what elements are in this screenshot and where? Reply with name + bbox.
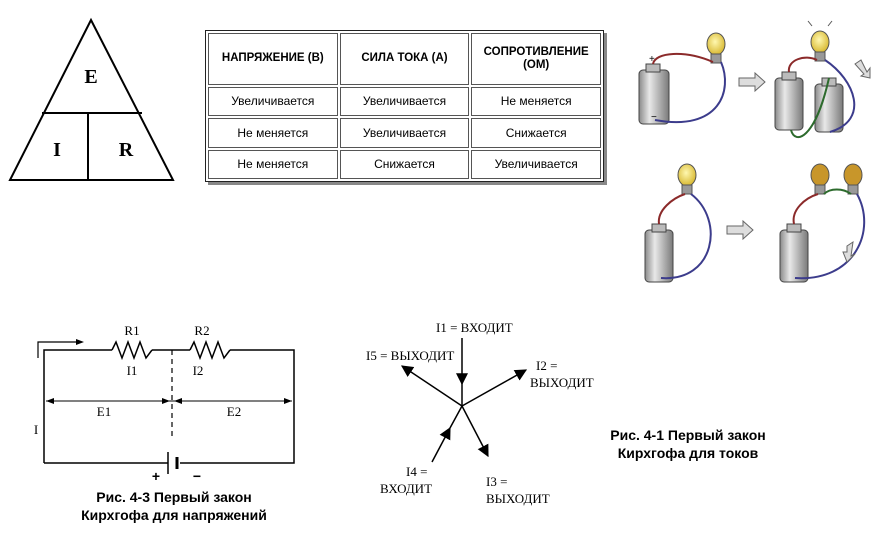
battery-bulb-illustration: + − (638, 20, 871, 283)
ohms-law-triangle: E I R (8, 17, 175, 181)
header-resistance: СОПРОТИВЛЕНИЕ (ОМ) (471, 33, 601, 85)
triangle-e: E (84, 66, 97, 88)
arrow-right-icon (726, 219, 754, 241)
i1-label: I1 (127, 363, 138, 378)
battery-minus-sign: − (651, 112, 657, 123)
i5-out-label: I5 = ВЫХОДИТ (366, 348, 454, 363)
header-voltage: НАПРЯЖЕНИЕ (В) (208, 33, 338, 85)
table-row: Не меняется Снижается Увеличивается (208, 149, 601, 179)
i3-dir-label: ВЫХОДИТ (486, 491, 550, 506)
i4-name-label: I4 = (406, 464, 427, 479)
i2-dir-label: ВЫХОДИТ (530, 375, 594, 390)
triangle-i: I (53, 139, 61, 161)
table-header-row: НАПРЯЖЕНИЕ (В) СИЛА ТОКА (А) СОПРОТИВЛЕН… (208, 33, 601, 85)
minus-terminal-label: − (193, 468, 201, 480)
i1-in-label: I1 = ВХОДИТ (436, 320, 513, 335)
kvl-caption-line1: Рис. 4-3 Первый закон (96, 489, 252, 505)
kvl-caption-line2: Кирхгофа для напряжений (81, 507, 267, 523)
table-cell: Увеличивается (208, 86, 338, 117)
table-cell: Увеличивается (339, 118, 470, 148)
table-cell: Снижается (471, 118, 601, 148)
arrow-down-left-icon (842, 240, 856, 263)
triangle-r: R (119, 139, 134, 161)
series-circuit-diagram: R1 R2 I1 I2 E1 E2 I + − (34, 323, 295, 480)
table-cell: Не меняется (208, 118, 338, 148)
i3-name-label: I3 = (486, 474, 507, 489)
table-cell: Не меняется (208, 149, 338, 179)
e2-label: E2 (227, 404, 241, 419)
kcl-caption-line1: Рис. 4-1 Первый закон (610, 427, 766, 443)
single-battery-bulb-scene: + − (638, 32, 726, 125)
i2-label: I2 (193, 363, 204, 378)
kcl-caption: Рис. 4-1 Первый закон Кирхгофа для токов (578, 426, 798, 462)
table-cell: Не меняется (471, 86, 601, 117)
ohms-law-table: НАПРЯЖЕНИЕ (В) СИЛА ТОКА (А) СОПРОТИВЛЕН… (205, 30, 604, 182)
i2-name-label: I2 = (536, 358, 557, 373)
table-row: Увеличивается Увеличивается Не меняется (208, 86, 601, 117)
two-bulb-battery-scene (779, 163, 866, 283)
table-row: Не меняется Увеличивается Снижается (208, 118, 601, 148)
arrow-down-right-icon (854, 59, 871, 79)
plus-terminal-label: + (152, 468, 160, 480)
current-junction-diagram: I1 = ВХОДИТ I5 = ВЫХОДИТ I2 = ВЫХОДИТ I4… (366, 320, 594, 506)
two-battery-bulb-scene (774, 20, 871, 139)
kcl-caption-line2: Кирхгофа для токов (617, 445, 759, 461)
battery-plus-sign: + (649, 54, 655, 65)
single-battery-bulb-scene-lower (644, 163, 712, 283)
table-cell: Снижается (339, 149, 470, 179)
table-cell: Увеличивается (471, 149, 601, 179)
kvl-caption: Рис. 4-3 Первый закон Кирхгофа для напря… (54, 488, 294, 524)
current-i-label: I (34, 422, 38, 437)
i4-dir-label: ВХОДИТ (380, 481, 432, 496)
r1-label: R1 (124, 323, 139, 338)
header-current: СИЛА ТОКА (А) (339, 33, 470, 85)
arrow-right-icon (738, 71, 766, 93)
e1-label: E1 (97, 404, 111, 419)
r2-label: R2 (194, 323, 209, 338)
table-cell: Увеличивается (339, 86, 470, 117)
